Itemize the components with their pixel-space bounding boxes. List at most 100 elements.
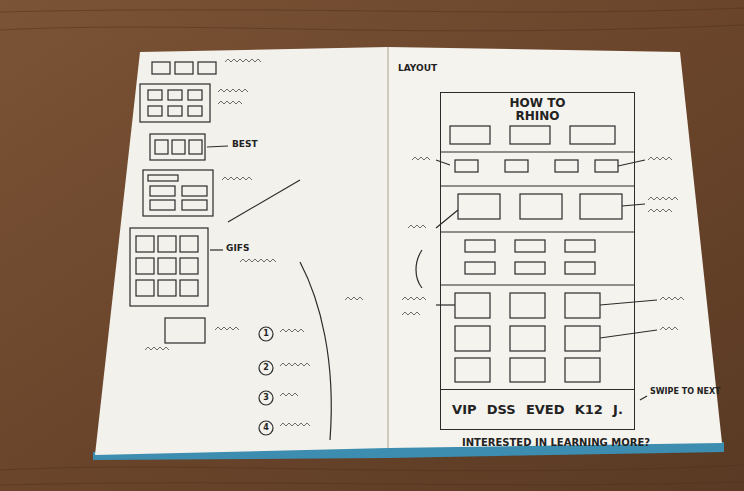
sketch-line <box>510 293 545 318</box>
sketch-line <box>565 262 595 274</box>
sketch-line <box>215 327 239 330</box>
sketch-line <box>218 101 242 104</box>
sketch-line <box>150 186 175 196</box>
sketch-line <box>555 160 578 172</box>
sketch-line <box>660 297 684 300</box>
sketch-line <box>455 358 490 382</box>
callout-number: 1 <box>263 330 269 339</box>
sketch-line <box>180 258 198 274</box>
sketch-line <box>207 146 228 147</box>
sketch-line <box>640 396 647 400</box>
sketch-line <box>465 262 495 274</box>
footer-item: J. <box>613 402 623 417</box>
sketch-line <box>140 84 210 122</box>
sketch-line <box>455 326 490 351</box>
sketch-line <box>565 326 600 351</box>
sketch-line <box>188 90 202 100</box>
sketch-line <box>150 134 205 160</box>
sketch-line <box>182 200 207 210</box>
right-page <box>388 47 722 448</box>
footer-note: INTERESTED IN LEARNING MORE? <box>462 437 650 448</box>
sketch-line <box>168 106 182 116</box>
sketch-line <box>455 160 478 172</box>
sketch-line <box>345 297 363 300</box>
footer-item: DSS <box>487 402 516 417</box>
sketch-line <box>280 423 310 426</box>
sketch-line <box>300 262 331 440</box>
sketch-line <box>189 140 202 154</box>
sketch-line <box>180 236 198 252</box>
sketch-line <box>505 160 528 172</box>
sketch-line <box>259 361 273 375</box>
sketch-line <box>210 249 223 250</box>
left-page-sketches <box>130 62 331 440</box>
wood-grain <box>0 8 744 485</box>
sketch-line <box>440 185 635 186</box>
callout-number: 2 <box>263 364 269 373</box>
sketch-line <box>188 106 202 116</box>
sketch-line <box>510 358 545 382</box>
sketch-line <box>440 231 635 232</box>
screen-title: HOW TO RHINO <box>507 97 569 123</box>
sketch-line <box>565 293 600 318</box>
sketch-line <box>168 90 182 100</box>
sketch-line <box>565 358 600 382</box>
sketch-line <box>148 175 178 181</box>
sketch-line <box>225 59 261 62</box>
sketch-line <box>180 280 198 296</box>
sketch-line <box>648 197 678 200</box>
sketch-line <box>436 304 455 305</box>
callout-number: 3 <box>263 394 269 403</box>
sketch-line <box>158 258 176 274</box>
sketch-line <box>143 170 213 216</box>
sketch-line <box>218 89 248 92</box>
sketch-line <box>175 62 193 74</box>
sketch-line <box>222 177 252 180</box>
sketch-line <box>155 140 168 154</box>
sketch-line <box>228 180 300 222</box>
sketch-line <box>158 236 176 252</box>
sketch-note: GIFS <box>226 244 249 254</box>
sketch-line <box>416 250 422 288</box>
sketch-line <box>172 140 185 154</box>
callout-number: 4 <box>263 424 269 433</box>
sketch-line <box>622 204 645 206</box>
sketch-line <box>145 347 169 350</box>
sketch-line <box>458 194 500 219</box>
sketch-line <box>136 258 154 274</box>
sketch-line <box>280 363 310 366</box>
sketch-line <box>465 240 495 252</box>
sketch-line <box>130 228 208 306</box>
sketch-line <box>240 259 276 262</box>
sketch-line <box>515 240 545 252</box>
sketch-line <box>595 160 618 172</box>
footer-item: K12 <box>575 402 603 417</box>
sketch-line <box>158 280 176 296</box>
page-heading: LAYOUT <box>398 64 437 74</box>
sketch-line <box>402 312 420 315</box>
sketch-line <box>440 284 635 285</box>
handwriting-scribbles <box>145 59 684 426</box>
sketch-line <box>455 293 490 318</box>
sketch-line <box>402 297 426 300</box>
sketch-line <box>648 209 672 212</box>
sketch-line <box>600 300 657 305</box>
sketch-line <box>280 329 304 332</box>
sketch-line <box>165 318 205 343</box>
sketch-line <box>408 225 426 228</box>
sketch-line <box>618 160 645 166</box>
sketch-line <box>660 327 678 330</box>
sketch-line <box>570 126 615 144</box>
sketch-note: SWIPE TO NEXT <box>650 388 721 397</box>
spine <box>387 47 389 448</box>
sketch-line <box>0 25 744 31</box>
sketch-line <box>648 157 672 160</box>
sketch-line <box>436 160 450 165</box>
footer-band: VIPDSSEVEDK12J. <box>441 389 634 429</box>
sketch-line <box>515 262 545 274</box>
sketch-line <box>259 421 273 435</box>
